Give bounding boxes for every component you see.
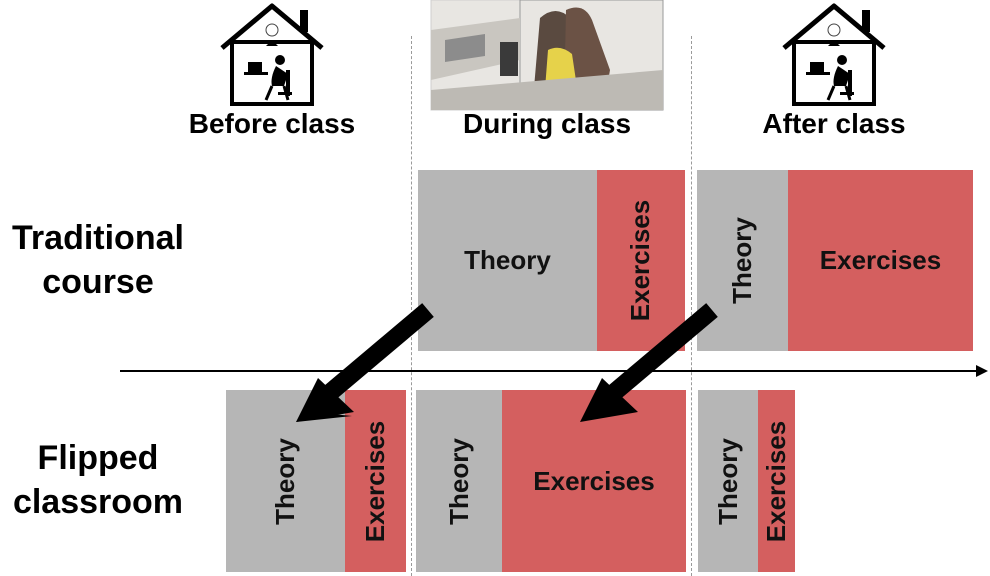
flipped-during-exercises: Exercises xyxy=(502,390,686,572)
flipped-before-theory: Theory xyxy=(226,390,345,572)
header-during-class: During class xyxy=(462,108,632,139)
row-label-flipped: Flipped classroom xyxy=(12,439,184,521)
header-after-class: After class xyxy=(762,108,906,139)
flipped-during-theory: Theory xyxy=(416,390,502,572)
home-study-icon xyxy=(782,3,886,106)
separator-before-during xyxy=(411,36,412,576)
traditional-during-theory: Theory xyxy=(418,170,597,351)
separator-during-after xyxy=(691,36,692,576)
block-label: Theory xyxy=(464,245,551,275)
row-label-traditional: Traditional course xyxy=(12,219,184,301)
home-study-icon xyxy=(220,3,324,106)
block-label: Exercises xyxy=(533,465,655,496)
block-label: Exercises xyxy=(819,245,942,275)
flipped-before-exercises: Exercises xyxy=(345,390,406,572)
move-arrow-theory-to-before xyxy=(296,303,434,422)
traditional-after-exercises: Exercises xyxy=(788,170,973,351)
move-arrow-exercises-to-during xyxy=(580,303,718,422)
classroom-photo xyxy=(430,0,664,111)
traditional-during-exercises: Exercises xyxy=(597,170,685,351)
flipped-after-theory: Theory xyxy=(698,390,758,572)
timeline-arrow xyxy=(120,365,988,377)
flipped-after-exercises: Exercises xyxy=(758,390,795,572)
header-before-class: Before class xyxy=(188,108,356,139)
